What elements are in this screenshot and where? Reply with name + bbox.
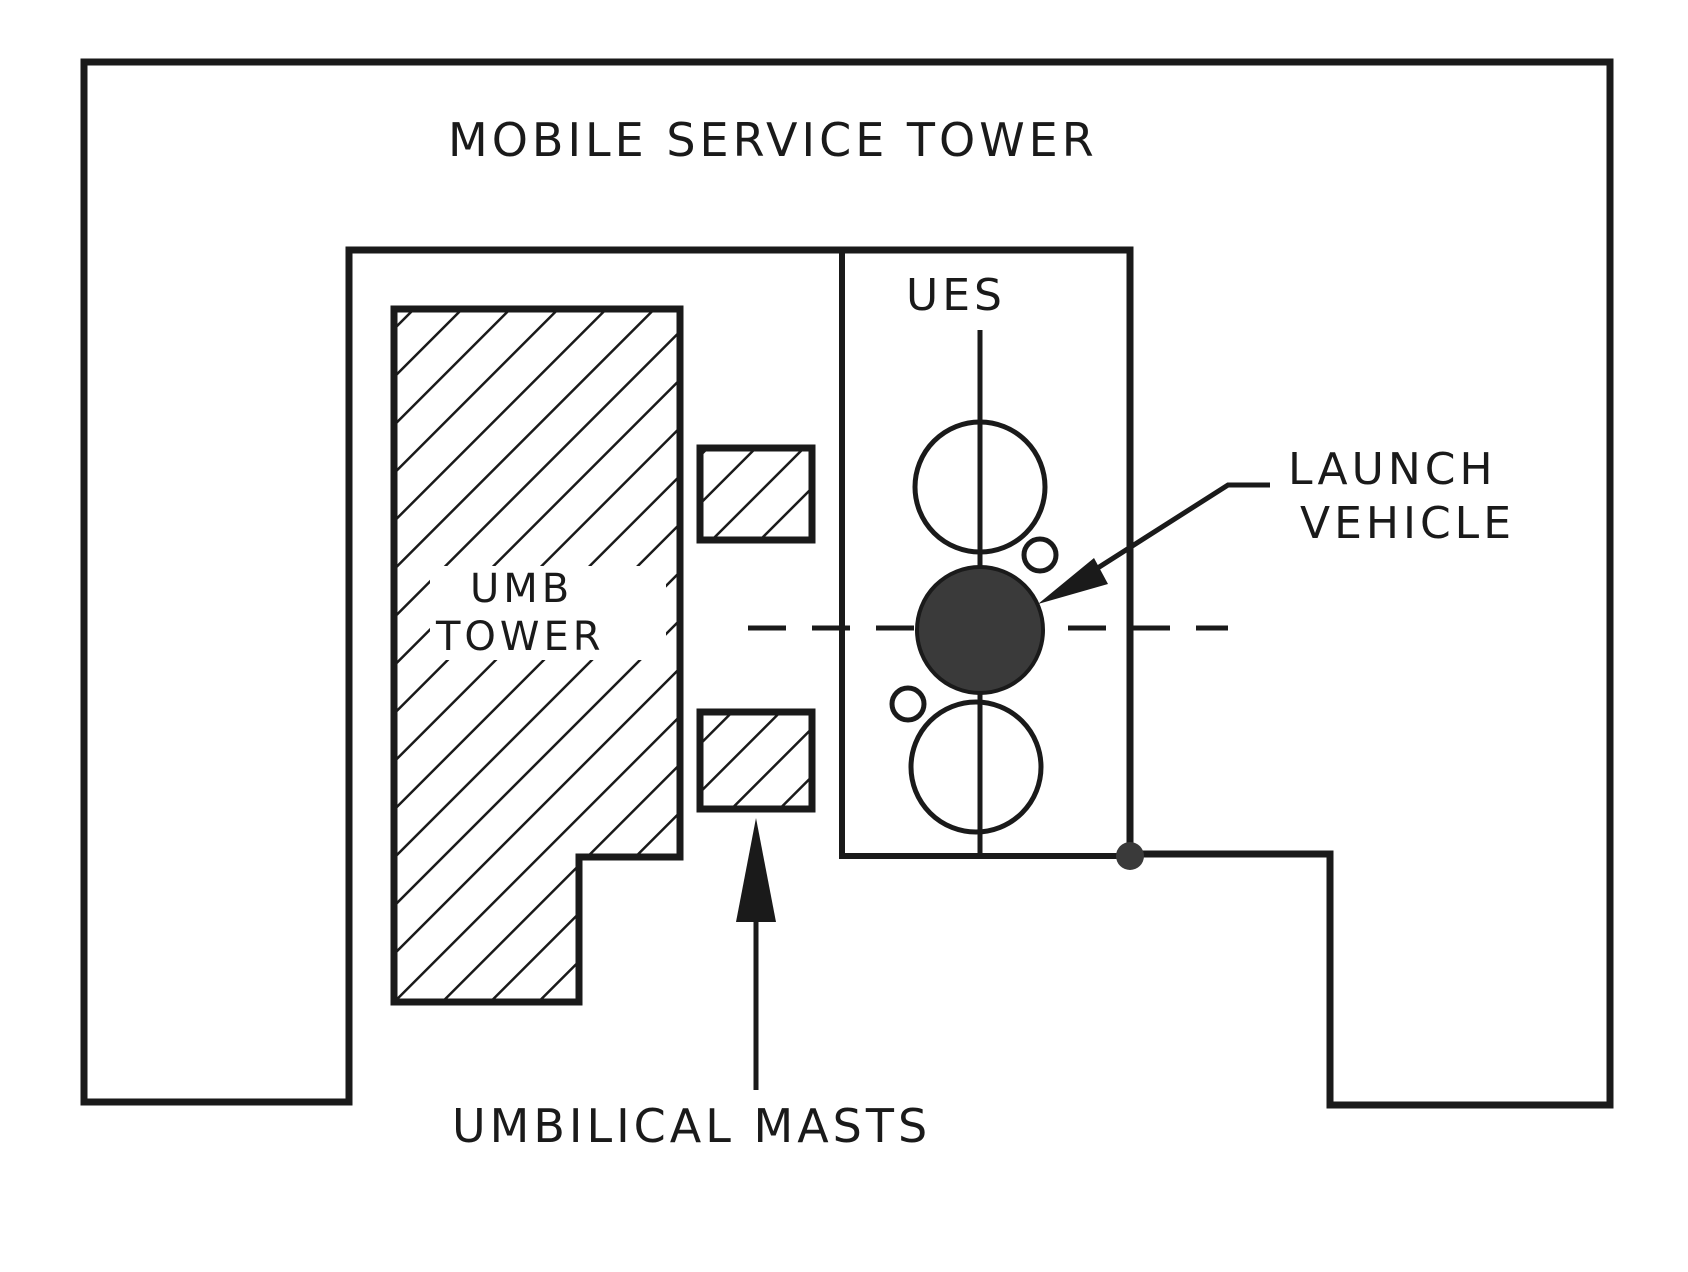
lower-small-circle <box>889 685 927 723</box>
ues-enclosure <box>839 247 1133 859</box>
vehicle-label: VEHICLE <box>1300 498 1515 549</box>
launch-vehicle-circle <box>915 565 1045 695</box>
launch-vehicle-arrowhead <box>1038 558 1108 604</box>
upper-tank-circle <box>912 419 1048 555</box>
umbilical-mast-lower <box>696 708 816 813</box>
umb-tower-label-backing <box>430 566 666 660</box>
junction-dot <box>1116 842 1144 870</box>
mobile-service-tower-label: MOBILE SERVICE TOWER <box>448 113 1098 167</box>
tower-label: TOWER <box>435 614 605 660</box>
umbilical-mast-upper <box>696 444 816 544</box>
ues-label: UES <box>906 270 1006 321</box>
launch-vehicle-leader-line <box>1080 482 1270 581</box>
umbilical-masts-arrowhead <box>736 818 776 922</box>
launch-label: LAUNCH <box>1288 444 1497 495</box>
lower-tank-circle <box>908 699 1044 835</box>
upper-small-circle <box>1021 536 1059 574</box>
umb-label: UMB <box>470 566 573 612</box>
umbilical-masts-label: UMBILICAL MASTS <box>452 1099 931 1153</box>
mobile-service-tower-outline <box>80 58 1614 1109</box>
